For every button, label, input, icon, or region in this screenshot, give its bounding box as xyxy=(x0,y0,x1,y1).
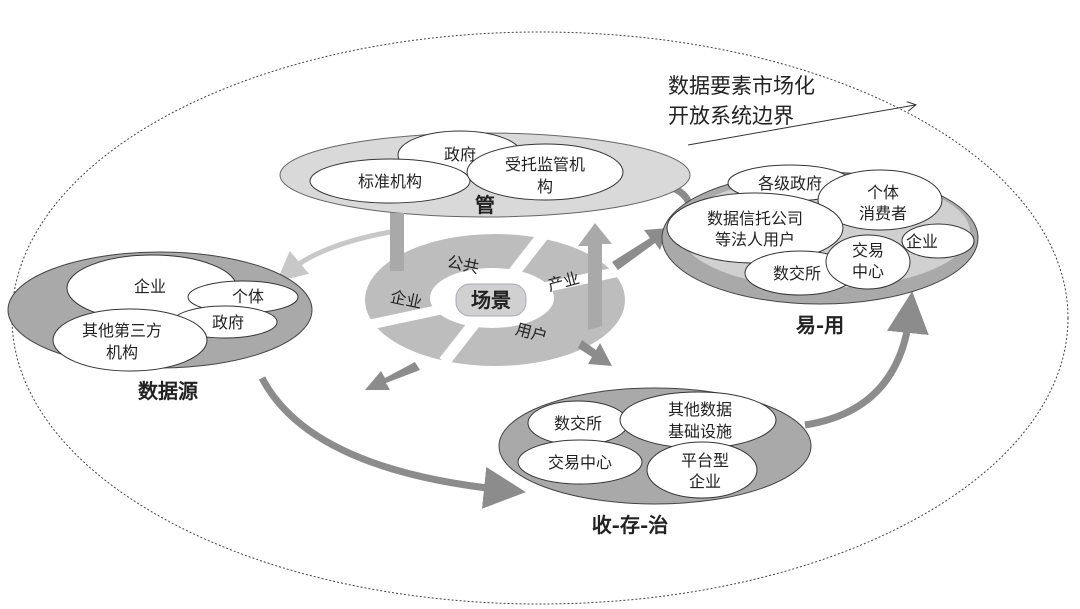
governance-group: 政府 标准机构 受托监管机 构 管 xyxy=(279,130,691,218)
scenario-group: 场景 公共 产业 企业 用户 xyxy=(361,232,629,366)
storage-member: 其他数据 xyxy=(668,400,732,419)
storage-member: 基础设施 xyxy=(668,422,732,441)
use-member: 各级政府 xyxy=(758,174,822,193)
source-member: 其他第三方 xyxy=(82,321,162,340)
use-member: 交易 xyxy=(852,241,884,260)
arrow-to-use xyxy=(612,228,668,270)
arrow-to-storage xyxy=(578,340,612,366)
storage-member: 平台型 xyxy=(681,451,729,470)
source-member: 政府 xyxy=(212,313,244,332)
gov-member: 标准机构 xyxy=(358,172,422,191)
gov-member: 构 xyxy=(537,177,553,196)
governance-label: 管 xyxy=(475,193,495,217)
source-member: 个体 xyxy=(232,287,264,306)
use-member: 等法人用户 xyxy=(715,230,795,249)
source-group: 企业 个体 政府 其他第三方 机构 数据源 xyxy=(7,251,313,403)
use-member: 数交所 xyxy=(773,264,821,283)
storage-member: 交易中心 xyxy=(548,453,612,472)
storage-label: 收-存-治 xyxy=(592,513,669,537)
source-label: 数据源 xyxy=(138,379,198,403)
use-group: 各级政府 个体 消费者 数据信托公司 等法人用户 企业 交易 中心 数交所 易-… xyxy=(661,164,979,337)
gov-down-bar xyxy=(390,213,404,271)
flow-arrow-storage-to-use xyxy=(804,291,929,429)
system-boundary xyxy=(11,31,1069,605)
use-member: 个体 xyxy=(867,183,899,202)
source-member: 企业 xyxy=(134,277,166,296)
gov-member: 受托监管机 xyxy=(505,155,585,174)
gov-member: 政府 xyxy=(444,145,476,164)
arrow-to-source xyxy=(365,362,420,390)
scenario-up-arrow xyxy=(578,223,612,330)
use-member: 数据信托公司 xyxy=(707,209,803,228)
use-label: 易-用 xyxy=(796,313,844,337)
use-member: 企业 xyxy=(906,232,938,251)
scenario-center: 场景 xyxy=(471,288,511,312)
flow-arrow-source-to-storage xyxy=(258,376,526,509)
storage-member: 数交所 xyxy=(554,414,602,433)
boundary-arrow xyxy=(687,105,915,146)
flow-arrow-gov-to-source xyxy=(276,229,391,282)
boundary-title-line1: 数据要素市场化 xyxy=(668,74,815,98)
storage-member: 企业 xyxy=(689,472,721,491)
use-member: 中心 xyxy=(852,262,884,281)
use-member: 消费者 xyxy=(859,204,907,223)
storage-group: 数交所 其他数据 基础设施 交易中心 平台型 企业 收-存-治 xyxy=(498,387,812,537)
boundary-title-line2: 开放系统边界 xyxy=(668,104,794,128)
source-member: 机构 xyxy=(106,343,138,362)
